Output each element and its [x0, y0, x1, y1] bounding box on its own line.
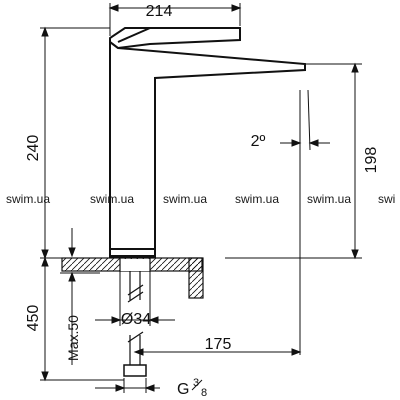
watermark-text: swim.ua	[6, 192, 50, 206]
watermark-text: swim.ua	[307, 192, 351, 206]
thread-denominator: 8	[201, 387, 207, 399]
dimension-label-198: 198	[363, 147, 380, 174]
thread-label: G 3 8	[177, 377, 207, 399]
dimension-label-tilt: 2º	[251, 133, 266, 150]
deck-section	[61, 257, 204, 299]
watermark-text: swi	[378, 192, 395, 206]
dimension-label-max-50: Max.50	[65, 315, 81, 361]
dimension-lines	[40, 3, 362, 393]
watermark-text: swim.ua	[163, 192, 207, 206]
thread-prefix: G	[177, 381, 189, 398]
thread-numerator: 3	[193, 377, 199, 389]
watermark-row: swim.ua swim.ua swim.ua swim.ua swim.ua …	[6, 192, 395, 206]
dimension-label-diameter-34: Ø34	[121, 311, 151, 328]
watermark-text: swim.ua	[90, 192, 134, 206]
dimension-label-175: 175	[205, 336, 232, 353]
watermark-text: swim.ua	[235, 192, 279, 206]
faucet-outline	[109, 27, 306, 258]
dimension-label-214: 214	[146, 3, 173, 20]
dimension-label-240: 240	[25, 135, 42, 162]
dimension-label-450: 450	[25, 305, 42, 332]
